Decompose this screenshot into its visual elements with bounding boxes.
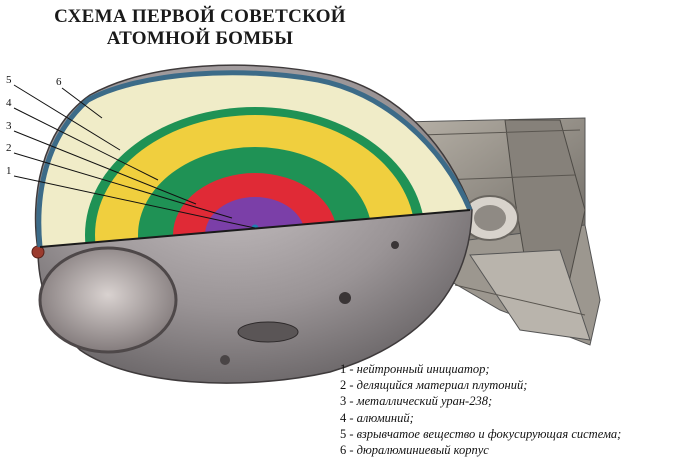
callout-labels: 1 2 3 4 5 6: [6, 74, 62, 177]
legend-item-4: 4 - алюминий;: [340, 410, 414, 425]
legend-item-5: 5 - взрывчатое вещество и фокусирующая с…: [340, 426, 622, 441]
legend-item-6: 6 - дюралюминиевый корпус: [340, 443, 489, 458]
legend: 1 - нейтронный инициатор; 2 - делящийся …: [340, 361, 670, 458]
diagram-title: СХЕМА ПЕРВОЙ СОВЕТСКОЙ АТОМНОЙ БОМБЫ: [0, 6, 400, 50]
casing-outline: [36, 70, 473, 248]
callout-3: 3: [6, 120, 12, 132]
leader-lines: [13, 84, 256, 229]
title-line-1: СХЕМА ПЕРВОЙ СОВЕТСКОЙ: [54, 6, 346, 27]
legend-item-2: 2 - делящийся материал плутоний;: [340, 378, 528, 393]
callout-5: 5: [6, 74, 12, 86]
callout-4: 4: [6, 97, 12, 109]
body-port: [339, 292, 351, 304]
fuse-fitting: [237, 321, 299, 343]
title-line-2: АТОМНОЙ БОМБЫ: [106, 28, 294, 49]
callout-6: 6: [56, 76, 62, 88]
cut-plane-line: [39, 209, 471, 248]
callout-1: 1: [6, 165, 12, 177]
legend-item-3: 3 - металлический уран-238;: [340, 394, 493, 409]
callout-2: 2: [6, 142, 12, 154]
nose-window: [38, 246, 178, 354]
legend-item-1: 1 - нейтронный инициатор;: [340, 362, 490, 376]
